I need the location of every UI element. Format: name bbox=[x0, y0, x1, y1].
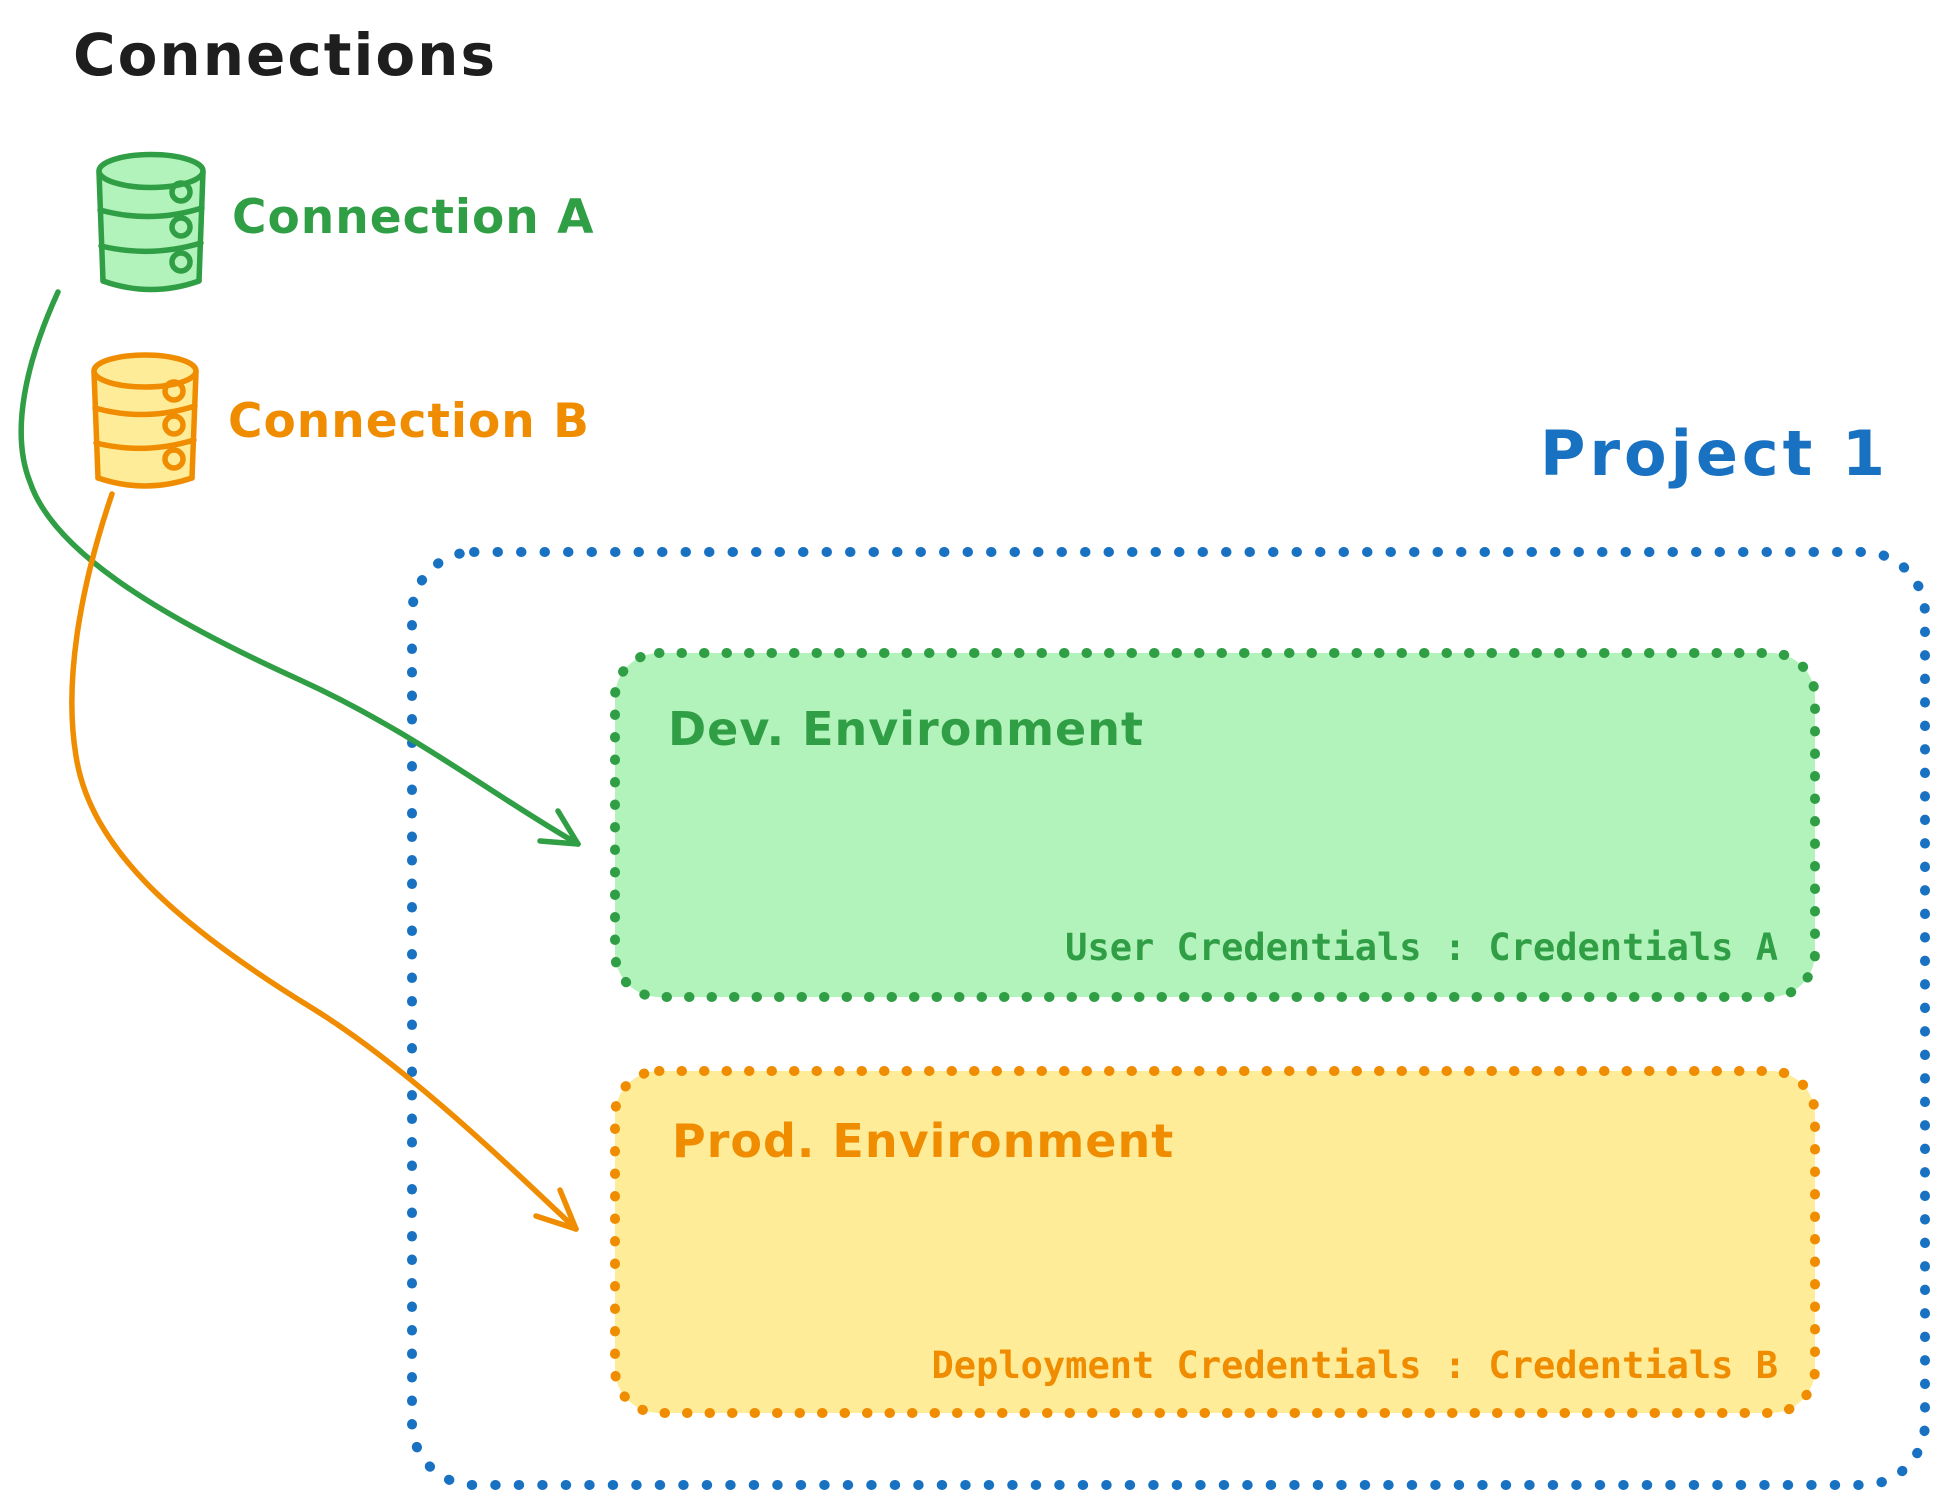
arrowhead-wing bbox=[557, 1187, 579, 1232]
connection-b-database-icon bbox=[91, 352, 199, 489]
project-title: Project 1 bbox=[1540, 417, 1890, 490]
arrowhead-wing bbox=[555, 808, 581, 847]
arrow-connection-b-to-prod bbox=[69, 491, 579, 1232]
arrowhead-wing bbox=[533, 1213, 579, 1232]
diagram-title: Connections bbox=[73, 21, 497, 89]
dev-environment-box bbox=[610, 648, 1820, 1002]
dev-environment-title: Dev. Environment bbox=[668, 702, 1144, 756]
prod-environment-credentials: Deployment Credentials : Credentials B bbox=[931, 1344, 1778, 1387]
arrowhead-wing bbox=[537, 838, 581, 847]
prod-environment-title: Prod. Environment bbox=[672, 1114, 1175, 1168]
connection-a-label: Connection A bbox=[232, 190, 595, 245]
arrow-connection-a-to-dev bbox=[18, 289, 581, 847]
connection-a-database-icon bbox=[96, 151, 206, 293]
prod-environment-box bbox=[610, 1066, 1820, 1418]
connection-b-label: Connection B bbox=[228, 394, 590, 449]
dev-environment-credentials: User Credentials : Credentials A bbox=[1065, 926, 1778, 969]
